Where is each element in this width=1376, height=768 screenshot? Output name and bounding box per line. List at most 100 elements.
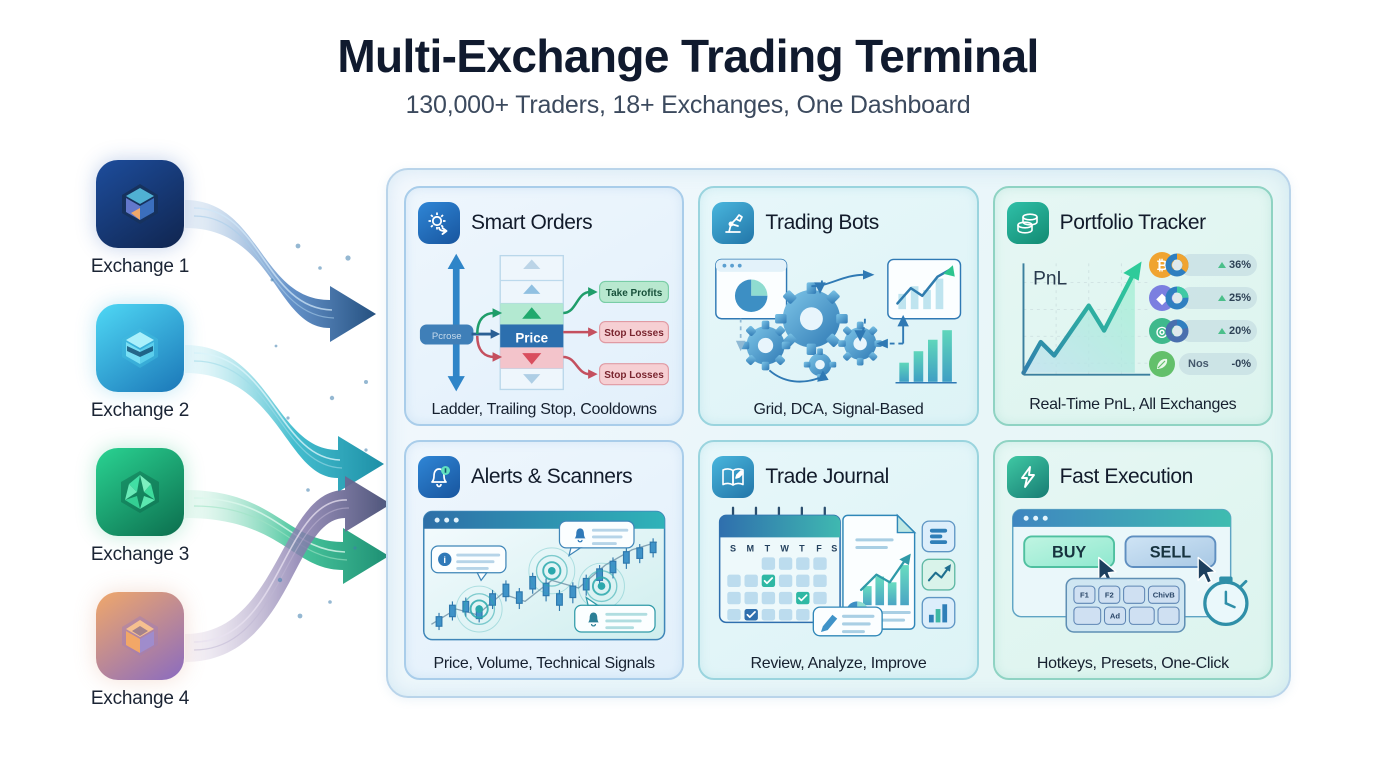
coin-pill: 20% bbox=[1165, 319, 1257, 343]
feature-card-alerts-scanners[interactable]: Alerts & Scanners bbox=[404, 440, 685, 680]
exchange-cube-icon bbox=[122, 616, 158, 656]
card-title: Trading Bots bbox=[765, 211, 879, 234]
exchange-tile-3 bbox=[96, 448, 184, 536]
exchange-tile-4 bbox=[96, 592, 184, 680]
pie-chart-window bbox=[715, 258, 788, 320]
card-caption: Review, Analyze, Improve bbox=[750, 655, 927, 673]
coin-percent: 36% bbox=[1228, 259, 1251, 271]
coin-row[interactable]: ₿ 36% bbox=[1149, 252, 1257, 278]
card-header: Alerts & Scanners bbox=[418, 454, 670, 500]
card-header: Fast Execution bbox=[1006, 454, 1259, 500]
coins-stack-icon bbox=[1006, 202, 1049, 244]
svg-text:SELL: SELL bbox=[1149, 543, 1191, 561]
exchange-node-2[interactable]: Exchange 2 bbox=[91, 304, 190, 422]
exchange-node-4[interactable]: Exchange 4 bbox=[91, 592, 190, 710]
bar-chart bbox=[895, 330, 958, 384]
svg-text:i: i bbox=[443, 555, 446, 566]
exchange-node-1[interactable]: Exchange 1 bbox=[91, 160, 190, 278]
bell-alert-icon bbox=[418, 456, 460, 498]
exchange-node-3[interactable]: Exchange 3 bbox=[91, 448, 190, 566]
lightning-bolt-icon bbox=[1006, 456, 1049, 498]
gear-arrow-icon bbox=[418, 202, 460, 244]
page-subtitle: 130,000+ Traders, 18+ Exchanges, One Das… bbox=[405, 90, 971, 119]
flow-arrows bbox=[185, 200, 391, 662]
calendar-checked-days bbox=[744, 574, 810, 621]
stopwatch-icon bbox=[1202, 576, 1249, 626]
card-header: Trade Journal bbox=[712, 454, 964, 500]
card-header: Portfolio Tracker bbox=[1006, 200, 1259, 246]
buy-button: BUY bbox=[1022, 535, 1115, 568]
tag-stop-losses-2: Stop Losses bbox=[599, 363, 669, 386]
svg-text:S: S bbox=[832, 544, 838, 554]
feature-card-smart-orders[interactable]: Smart Orders bbox=[404, 186, 685, 426]
portfolio-tracker-art: PnL ₿ bbox=[1007, 248, 1259, 392]
svg-text:F: F bbox=[817, 544, 823, 554]
donut-chart bbox=[1165, 319, 1189, 343]
calendar-days bbox=[727, 557, 828, 621]
fast-execution-art: BUY SELL bbox=[1007, 502, 1259, 651]
feature-card-trade-journal[interactable]: Trade Journal bbox=[698, 440, 979, 680]
svg-text:F2: F2 bbox=[1104, 591, 1113, 600]
pnl-chart: PnL bbox=[1020, 261, 1150, 376]
coin-row[interactable]: ◎ 20% bbox=[1149, 318, 1257, 344]
card-caption: Hotkeys, Presets, One-Click bbox=[1036, 655, 1229, 673]
coin-row[interactable]: Nos -0% bbox=[1149, 351, 1257, 377]
card-title: Alerts & Scanners bbox=[471, 465, 633, 488]
exchange-cube-icon bbox=[122, 184, 158, 224]
pnl-label: PnL bbox=[1033, 268, 1067, 289]
gears bbox=[741, 282, 883, 381]
side-icon-buttons bbox=[921, 520, 956, 629]
svg-text:M: M bbox=[747, 544, 755, 554]
radar-targets bbox=[455, 547, 625, 633]
card-caption: Ladder, Trailing Stop, Cooldowns bbox=[431, 401, 658, 419]
flow-arrow-4 bbox=[185, 476, 391, 662]
card-title: Trade Journal bbox=[765, 465, 889, 488]
flow-particles bbox=[270, 243, 368, 619]
exchange-label-4: Exchange 4 bbox=[90, 688, 190, 709]
donut-chart bbox=[1165, 253, 1189, 277]
flow-arrow-3 bbox=[185, 490, 389, 584]
header: Multi-Exchange Trading Terminal 130,000+… bbox=[0, 30, 1376, 120]
exchange-label-3: Exchange 3 bbox=[90, 544, 190, 565]
svg-text:Stop Losses: Stop Losses bbox=[604, 328, 664, 339]
flow-arrow-2 bbox=[185, 345, 384, 492]
svg-text:S: S bbox=[730, 544, 736, 554]
card-caption: Real-Time PnL, All Exchanges bbox=[1029, 396, 1237, 413]
alerts-scanners-art: i bbox=[418, 502, 670, 651]
coin-name: Nos bbox=[1188, 358, 1209, 370]
svg-text:Stop Losses: Stop Losses bbox=[604, 370, 664, 381]
page-title: Multi-Exchange Trading Terminal bbox=[337, 30, 1039, 82]
trend-up-icon bbox=[1217, 328, 1226, 334]
trading-bots-art bbox=[712, 248, 964, 397]
svg-text:T: T bbox=[765, 544, 771, 554]
svg-text:Pcrose: Pcrose bbox=[432, 331, 462, 342]
line-chart-panel bbox=[887, 258, 962, 320]
coin-allocation-list: ₿ 36% bbox=[1149, 252, 1257, 377]
svg-text:BUY: BUY bbox=[1052, 543, 1086, 561]
svg-text:ChivB: ChivB bbox=[1152, 591, 1175, 600]
card-title: Fast Execution bbox=[1059, 465, 1194, 488]
coin-percent: 25% bbox=[1228, 292, 1251, 304]
svg-text:W: W bbox=[781, 544, 790, 554]
trend-up-icon bbox=[1217, 295, 1226, 301]
coin-row[interactable]: ◆ 25% bbox=[1149, 285, 1257, 311]
card-title: Smart Orders bbox=[471, 211, 593, 234]
feature-card-portfolio-tracker[interactable]: Portfolio Tracker bbox=[992, 186, 1273, 426]
exchange-label-1: Exchange 1 bbox=[90, 256, 190, 277]
smart-orders-art: Pcrose bbox=[418, 248, 670, 397]
exchange-label-2: Exchange 2 bbox=[90, 400, 190, 421]
coin-badge-leaf bbox=[1149, 351, 1175, 377]
leaf-icon bbox=[1157, 358, 1168, 369]
feature-card-fast-execution[interactable]: Fast Execution bbox=[992, 440, 1273, 680]
card-header: Trading Bots bbox=[712, 200, 964, 246]
feature-card-trading-bots[interactable]: Trading Bots bbox=[698, 186, 979, 426]
exchange-tile-2 bbox=[96, 304, 184, 392]
svg-text:F1: F1 bbox=[1080, 591, 1090, 600]
coin-pill: 36% bbox=[1165, 253, 1257, 277]
card-caption: Price, Volume, Technical Signals bbox=[433, 655, 655, 673]
coin-pill: Nos -0% bbox=[1179, 353, 1257, 375]
card-title: Portfolio Tracker bbox=[1059, 211, 1206, 234]
price-label: Price bbox=[515, 331, 548, 346]
exchange-cube-icon bbox=[122, 328, 158, 368]
